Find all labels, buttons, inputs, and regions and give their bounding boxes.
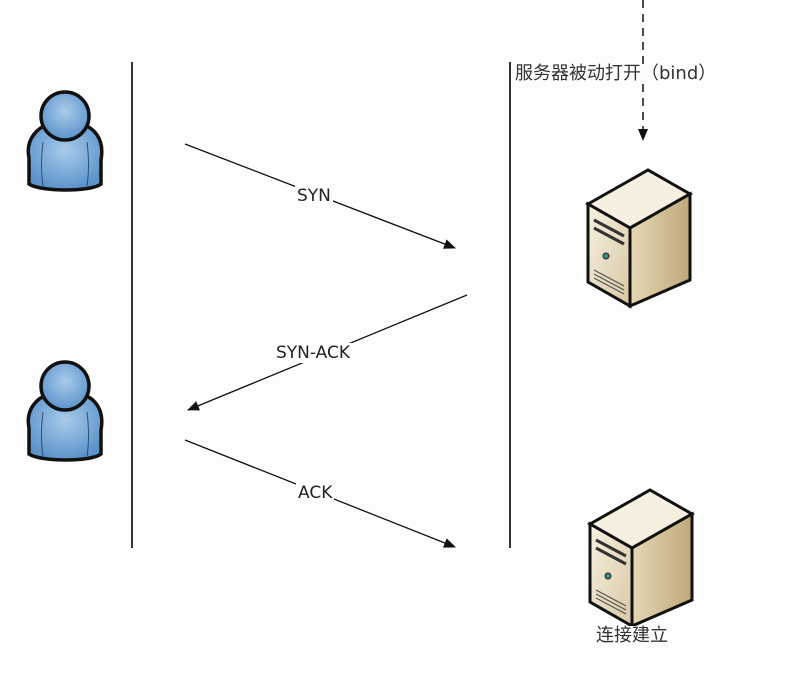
connection-established-label: 连接建立 — [594, 625, 670, 646]
syn-ack-label: SYN-ACK — [274, 343, 353, 363]
ack-label: ACK — [296, 483, 335, 503]
server-tower-icon-2 — [588, 488, 694, 628]
client-user-icon — [26, 90, 104, 192]
server-tower-icon — [586, 168, 692, 308]
syn-label: SYN — [295, 186, 333, 206]
client-user-icon-2 — [26, 360, 104, 462]
server-bind-label: 服务器被动打开（bind） — [513, 63, 719, 84]
